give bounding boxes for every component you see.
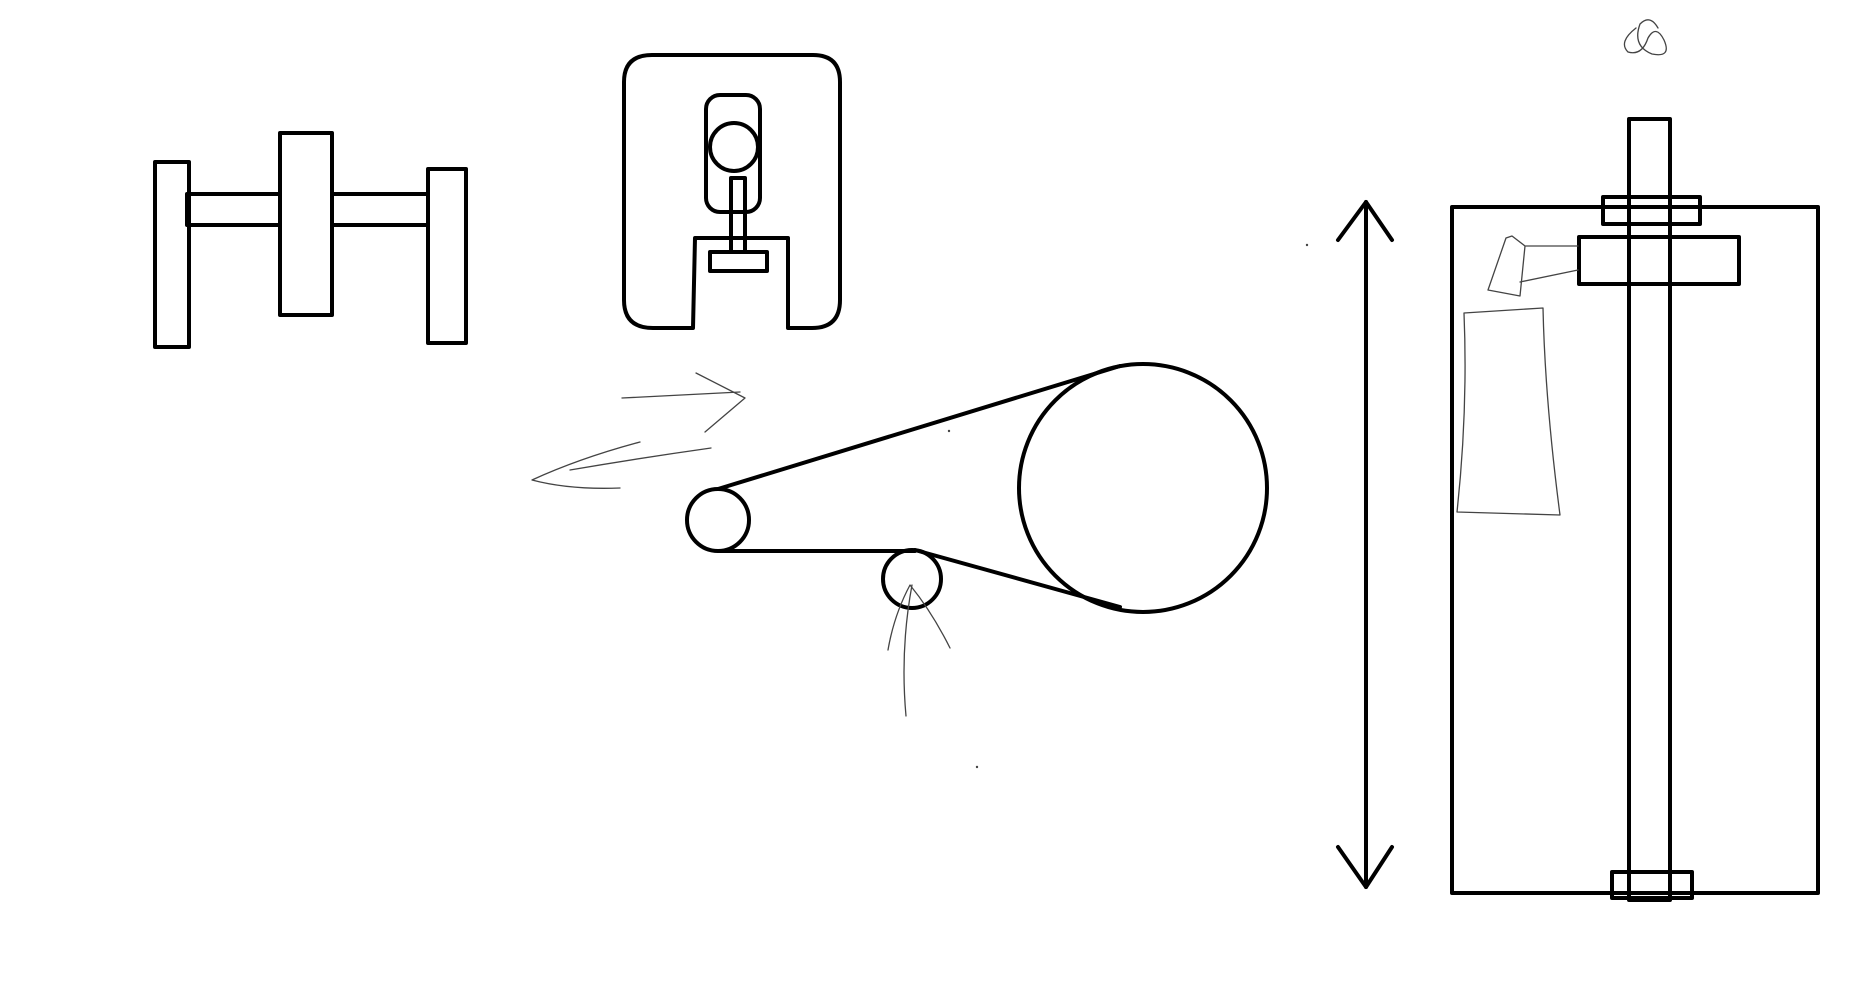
left-wheel — [153, 160, 191, 349]
lift-frame-assembly — [1450, 117, 1820, 902]
right-wheel — [426, 167, 468, 345]
arrow-head-down — [1336, 845, 1394, 889]
outer-frame — [1450, 205, 1820, 895]
upward-motion-arrow — [887, 584, 951, 717]
slider-housing-assembly — [622, 53, 842, 330]
stray-marks — [947, 243, 1309, 769]
right-axle-bar — [330, 192, 430, 227]
large-pulley — [1017, 362, 1269, 614]
carriage-block — [1577, 235, 1741, 286]
bottom-collar — [1610, 870, 1694, 900]
belt-drive — [685, 362, 1269, 614]
axle-assembly — [153, 131, 468, 349]
right-motion-arrow — [621, 372, 746, 433]
belt-top-span — [716, 364, 1122, 491]
stray-dot — [947, 429, 951, 433]
arrow-head-up — [1336, 200, 1394, 242]
top-scribble — [1623, 19, 1667, 56]
stray-dot — [975, 765, 979, 769]
belt-return-span — [913, 548, 1122, 609]
stray-dot — [1305, 243, 1309, 247]
vertical-travel-arrow — [1336, 200, 1394, 889]
bracket-sketch — [1487, 235, 1579, 297]
left-axle-bar — [185, 192, 282, 227]
frame-sketches — [1456, 19, 1667, 516]
motion-sketches — [531, 372, 951, 717]
slider-foot — [708, 250, 769, 273]
cylinder-sketch — [1456, 307, 1561, 516]
housing-outline — [622, 53, 842, 330]
left-motion-arrow — [531, 441, 712, 489]
slider-pin — [708, 121, 760, 173]
top-collar — [1601, 195, 1702, 226]
